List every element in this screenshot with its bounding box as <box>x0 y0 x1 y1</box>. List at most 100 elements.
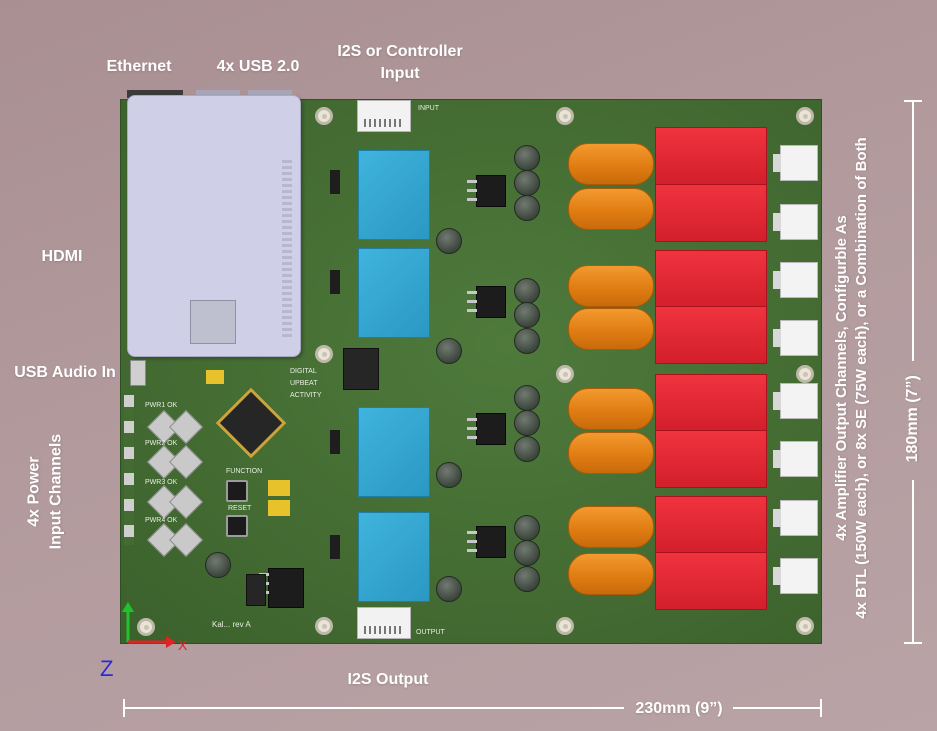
function-silk: FUNCTION <box>226 468 263 475</box>
pwr1-silk: PWR1 OK <box>145 402 178 409</box>
inductor <box>568 388 654 430</box>
reset-button <box>226 515 248 537</box>
transformer <box>358 150 430 240</box>
mosfet <box>467 286 506 318</box>
mosfet <box>467 413 506 445</box>
inductor <box>568 432 654 474</box>
transformer <box>358 512 430 602</box>
ic-chip <box>343 348 379 390</box>
raspberry-pi-board <box>127 95 301 357</box>
speaker-output-connector <box>773 145 818 181</box>
mosfet <box>467 526 506 558</box>
i2s-input-label-line1: I2S or Controller <box>337 43 463 60</box>
i2s-output-connector <box>357 607 411 639</box>
activity-silk: ACTIVITY <box>290 392 322 399</box>
x-axis-arrow <box>166 636 176 648</box>
function-button <box>226 480 248 502</box>
y-axis-arrow <box>122 602 134 612</box>
relay <box>655 250 767 308</box>
power-input-label: 4x Power Input Channels <box>23 407 66 577</box>
pwr2-silk: PWR2 OK <box>145 440 178 447</box>
axis-indicator: X Z <box>100 602 188 681</box>
capacitor <box>514 540 540 566</box>
relay <box>655 374 767 432</box>
height-dimension-line <box>912 480 914 643</box>
pwr3-silk: PWR3 OK <box>145 479 178 486</box>
mounting-hole <box>315 617 333 635</box>
gpio-header <box>282 160 292 340</box>
mounting-hole <box>556 617 574 635</box>
relay <box>655 127 767 185</box>
smd-component <box>330 170 340 194</box>
digital-silk: DIGITAL <box>290 368 317 375</box>
usb-port <box>196 90 240 98</box>
speaker-output-connector <box>773 320 818 356</box>
output-silk: OUTPUT <box>416 629 445 636</box>
inductor <box>568 265 654 307</box>
smd-component <box>330 535 340 559</box>
capacitor <box>514 170 540 196</box>
inductor <box>568 506 654 548</box>
amp-output-label-line1: 4x Amplifier Output Channels, Configurbl… <box>833 215 850 541</box>
speaker-output-connector <box>773 262 818 298</box>
inductor <box>568 143 654 185</box>
relay <box>655 306 767 364</box>
capacitor <box>436 228 462 254</box>
capacitor <box>514 410 540 436</box>
width-dimension-line <box>124 707 624 709</box>
width-dimension-label: 230mm (9”) <box>635 700 723 717</box>
height-dimension-tick <box>904 642 922 644</box>
inductor <box>568 553 654 595</box>
solder-pad <box>268 500 290 516</box>
relay <box>655 184 767 242</box>
usb-audio-label: USB Audio In <box>14 364 116 381</box>
reset-silk: RESET <box>228 505 252 512</box>
capacitor <box>514 385 540 411</box>
capacitor <box>514 195 540 221</box>
solder-pad <box>206 370 224 384</box>
mounting-hole <box>796 617 814 635</box>
relay <box>655 430 767 488</box>
capacitor <box>205 552 231 578</box>
smd-component <box>330 430 340 454</box>
speaker-output-connector <box>773 383 818 419</box>
height-dimension-tick <box>904 100 922 102</box>
voltage-regulator <box>259 568 304 608</box>
pwr4-silk: PWR4 OK <box>145 517 178 524</box>
capacitor <box>514 436 540 462</box>
inductor <box>568 188 654 230</box>
i2s-input-label-line2: Input <box>380 64 420 82</box>
power-input-label-line1: 4x Power <box>25 456 43 527</box>
smd-component <box>330 270 340 294</box>
width-dimension-tick <box>123 699 125 717</box>
capacitor <box>436 462 462 488</box>
width-dimension-line <box>733 707 821 709</box>
transformer <box>358 248 430 338</box>
speaker-output-connector <box>773 441 818 477</box>
relay <box>655 552 767 610</box>
mounting-hole <box>796 107 814 125</box>
relay <box>655 496 767 554</box>
usb-port <box>248 90 292 98</box>
ic-chip <box>246 574 266 606</box>
solder-pad <box>268 480 290 496</box>
ethernet-label: Ethernet <box>106 58 172 75</box>
z-axis-letter: Z <box>100 656 113 681</box>
capacitor <box>514 278 540 304</box>
mounting-hole <box>556 107 574 125</box>
height-dimension-line <box>912 101 914 361</box>
capacitor <box>514 328 540 354</box>
mounting-hole <box>556 365 574 383</box>
width-dimension-tick <box>820 699 822 717</box>
capacitor <box>514 515 540 541</box>
amp-output-label: 4x Amplifier Output Channels, Configurbl… <box>832 78 872 678</box>
mounting-hole <box>315 345 333 363</box>
amp-output-label-line2: 4x BTL (150W each), or 8x SE (75W each),… <box>853 137 870 619</box>
capacitor <box>514 566 540 592</box>
capacitor <box>436 576 462 602</box>
usb-audio-connector <box>130 360 146 386</box>
input-silk: INPUT <box>418 105 439 112</box>
capacitor <box>436 338 462 364</box>
speaker-output-connector <box>773 558 818 594</box>
product-silk: Kal... rev A <box>212 620 251 629</box>
